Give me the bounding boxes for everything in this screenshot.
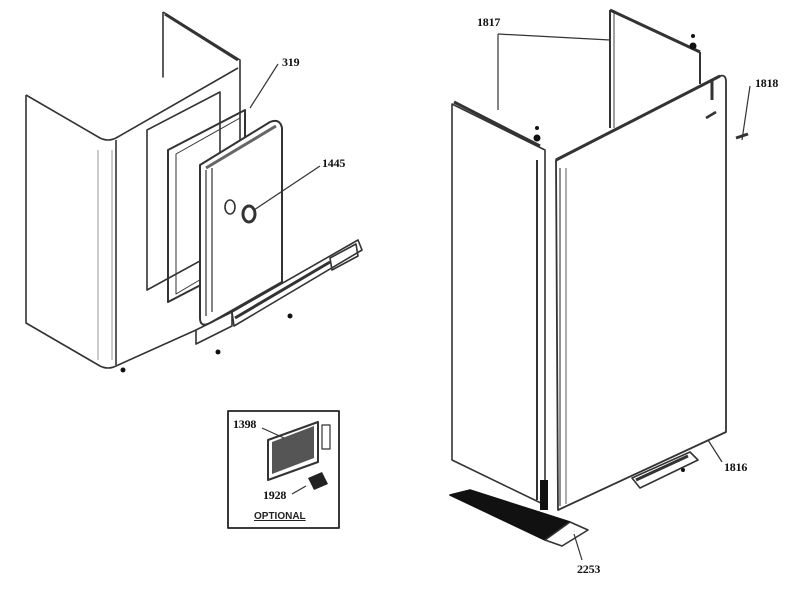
part-label-1816: 1816 [724, 460, 748, 474]
right-left-panel [451, 100, 546, 506]
base-plate-2253 [449, 480, 589, 547]
left-front-panel [25, 67, 239, 369]
optional-caption: OPTIONAL [254, 511, 306, 522]
right-back-frame-1817 [497, 8, 701, 128]
door-1445 [199, 119, 283, 326]
part-label-319: 319 [282, 55, 300, 69]
part-label-2253: 2253 [577, 562, 601, 576]
part-label-1928: 1928 [263, 488, 287, 502]
kick-plate [631, 451, 699, 489]
right-front-panel-1816 [555, 74, 727, 511]
left-bottom-trim [195, 239, 363, 345]
optional-box [227, 410, 340, 529]
part-label-1445: 1445 [322, 156, 346, 170]
part-label-1817: 1817 [477, 15, 501, 29]
part-label-1818: 1818 [755, 76, 779, 90]
part-label-1398: 1398 [233, 417, 257, 431]
